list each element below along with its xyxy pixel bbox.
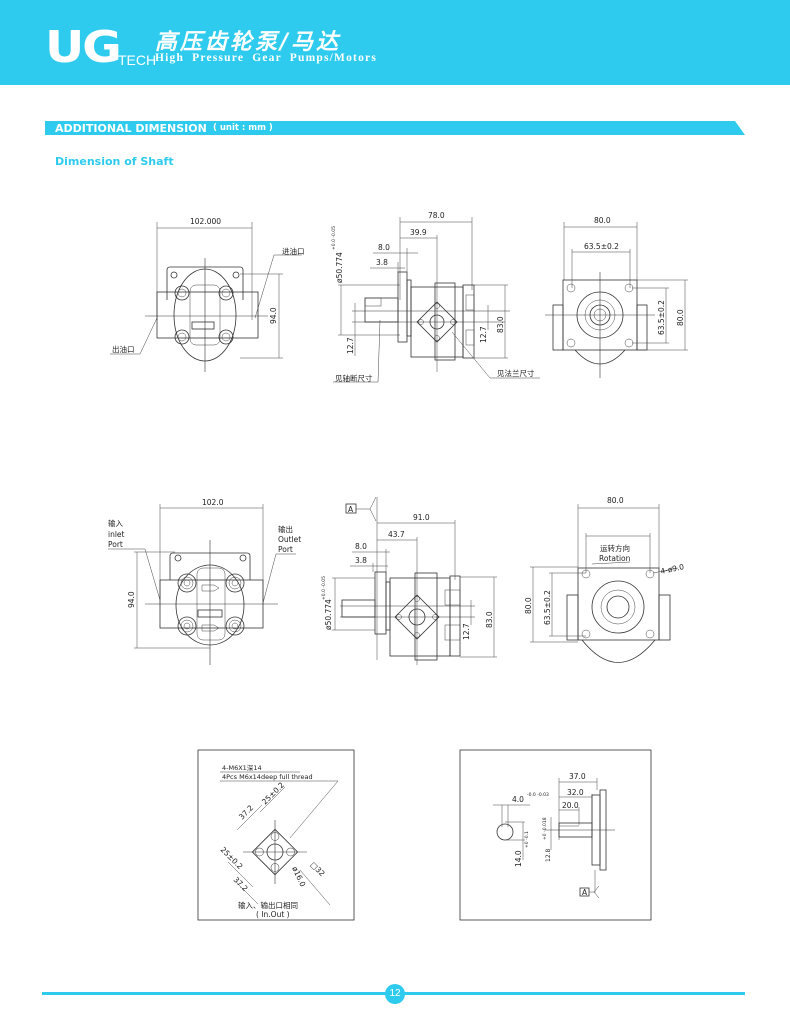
dim-12-7-left: 12.7 bbox=[346, 337, 355, 354]
dim-pilot-tolerance: +0.0 -0.05 bbox=[331, 226, 337, 250]
note-flange: 见法兰尺寸 bbox=[497, 368, 535, 378]
dim-shaft-tolerance: +0 -0.018 bbox=[542, 817, 548, 840]
dim-width: 80.0 bbox=[607, 496, 624, 505]
label-outlet-cn: 输出 bbox=[278, 524, 293, 534]
label-rotation-cn: 运转方向 bbox=[600, 543, 630, 553]
bolt-icon bbox=[177, 573, 245, 636]
label-rotation-en: Rotation bbox=[599, 554, 631, 563]
dim-3-8: 3.8 bbox=[376, 258, 388, 267]
dim-pilot-diameter: ø50.774 bbox=[335, 252, 344, 283]
dim-width: 102.000 bbox=[190, 217, 221, 226]
header-banner: UG TECH 高压齿轮泵/马达 High Pressure Gear Pump… bbox=[0, 0, 790, 85]
drawing-rear-view-1: 80.0 63.5±0.2 63.5±0.2 80.0 bbox=[545, 216, 688, 378]
dim-14-tolerance: +0 -0.1 bbox=[524, 831, 530, 848]
subtitle: Dimension of Shaft bbox=[55, 155, 174, 168]
label-thread-en: 4Pcs M6x14deep full thread bbox=[222, 773, 313, 781]
drawing-rear-view-2: 80.0 运转方向 Rotation 4-ø9.0 63.5±0.2 80.0 bbox=[524, 496, 685, 663]
dim-width: 80.0 bbox=[594, 216, 611, 225]
dim-8-0: 8.0 bbox=[378, 243, 390, 252]
label-thread-cn: 4-M6X1深14 bbox=[222, 763, 262, 772]
dim-bolt-vertical: 63.5±0.2 bbox=[657, 300, 666, 335]
drawing-side-view-1: 78.0 39.9 8.0 3.8 ø50.774 +0.0 -0.05 12.… bbox=[331, 211, 540, 383]
title-chinese: 高压齿轮泵/马达 bbox=[155, 30, 342, 55]
dim-25-left: 25±0.2 bbox=[219, 845, 245, 871]
dim-12-7-right: 12.7 bbox=[479, 326, 488, 343]
dim-bolt-holes: 4-ø9.0 bbox=[660, 562, 686, 576]
dim-height: 83.0 bbox=[485, 611, 494, 628]
dim-key-tolerance: -0.0 -0.03 bbox=[527, 792, 549, 798]
note-in-out-cn: 输入、输出口相同 bbox=[238, 900, 298, 910]
label-inlet: 进油口 bbox=[282, 246, 305, 256]
section-header-bar: ADDITIONAL DIMENSION ( unit : mm ) bbox=[45, 121, 745, 135]
dim-height: 80.0 bbox=[676, 309, 685, 326]
dim-width: 102.0 bbox=[202, 498, 224, 507]
dim-25-top: 25±0.2 bbox=[260, 780, 286, 806]
bolt-icon bbox=[174, 285, 234, 345]
label-outlet-en: Outlet bbox=[278, 535, 301, 544]
title-english: High Pressure Gear Pumps/Motors bbox=[155, 52, 378, 64]
dim-37-2-top: 37.2 bbox=[237, 803, 255, 821]
drawing-front-view-1: 102.000 94.0 进油口 出油口 bbox=[110, 217, 305, 372]
section-unit: ( unit : mm ) bbox=[213, 123, 273, 133]
dim-key-width: 4.0 bbox=[512, 795, 524, 804]
dim-20-0: 20.0 bbox=[562, 801, 579, 810]
brand-logo: UG bbox=[45, 22, 122, 73]
dim-height: 80.0 bbox=[524, 597, 533, 614]
dim-39-9: 39.9 bbox=[410, 228, 427, 237]
dim-37-2-bottom: 37.2 bbox=[232, 875, 250, 893]
label-inlet-port: Port bbox=[108, 540, 123, 549]
label-outlet: 出油口 bbox=[112, 344, 135, 354]
dim-pilot-diameter: ø50.774 bbox=[324, 599, 333, 630]
drawing-shaft-detail: 37.0 32.0 20.0 A 12.8 +0 -0.018 4.0 -0.0… bbox=[459, 749, 652, 921]
dim-bolt-vertical: 63.5±0.2 bbox=[543, 590, 552, 625]
dim-3-8: 3.8 bbox=[355, 556, 367, 565]
drawing-port-flange-detail: 4-M6X1深14 4Pcs M6x14deep full thread 37.… bbox=[197, 749, 355, 921]
dim-43-7: 43.7 bbox=[388, 530, 405, 539]
datum-label: A bbox=[348, 505, 354, 514]
dim-bolt-horizontal: 63.5±0.2 bbox=[584, 242, 619, 251]
drawing-front-view-2: 102.0 输入 inlet Port 输出 Outlet Port 94.0 bbox=[108, 498, 301, 665]
label-outlet-port: Port bbox=[278, 545, 293, 554]
dim-length: 78.0 bbox=[428, 211, 445, 220]
dim-bore: ø16.0 bbox=[290, 865, 307, 888]
note-shaft: 见轴断尺寸 bbox=[335, 373, 373, 383]
dim-height: 83.0 bbox=[496, 316, 505, 333]
dim-height: 94.0 bbox=[269, 307, 278, 324]
dim-14-0: 14.0 bbox=[514, 850, 523, 867]
brand-logo-suffix: TECH bbox=[118, 52, 157, 68]
datum-label: A bbox=[582, 888, 588, 897]
note-in-out-en: ( In.Out ) bbox=[256, 910, 290, 919]
dim-square: □32 bbox=[309, 860, 327, 878]
dim-32-0: 32.0 bbox=[567, 788, 584, 797]
dim-height: 94.0 bbox=[127, 591, 136, 608]
dim-37-0: 37.0 bbox=[569, 772, 586, 781]
dim-12-7: 12.7 bbox=[462, 623, 471, 640]
drawing-side-view-2: A 91.0 43.7 8.0 3.8 ø50.774 +0.0 -0.05 1… bbox=[321, 496, 497, 665]
dim-length: 91.0 bbox=[413, 513, 430, 522]
label-inlet-en: inlet bbox=[108, 530, 125, 539]
label-inlet-cn: 输入 bbox=[108, 518, 123, 528]
dim-pilot-tolerance: +0.0 -0.05 bbox=[321, 576, 327, 600]
page-number: 12 bbox=[385, 984, 405, 1004]
dim-8-0: 8.0 bbox=[355, 542, 367, 551]
section-title: ADDITIONAL DIMENSION bbox=[55, 122, 207, 135]
dim-shaft-diameter: 12.8 bbox=[545, 848, 552, 862]
